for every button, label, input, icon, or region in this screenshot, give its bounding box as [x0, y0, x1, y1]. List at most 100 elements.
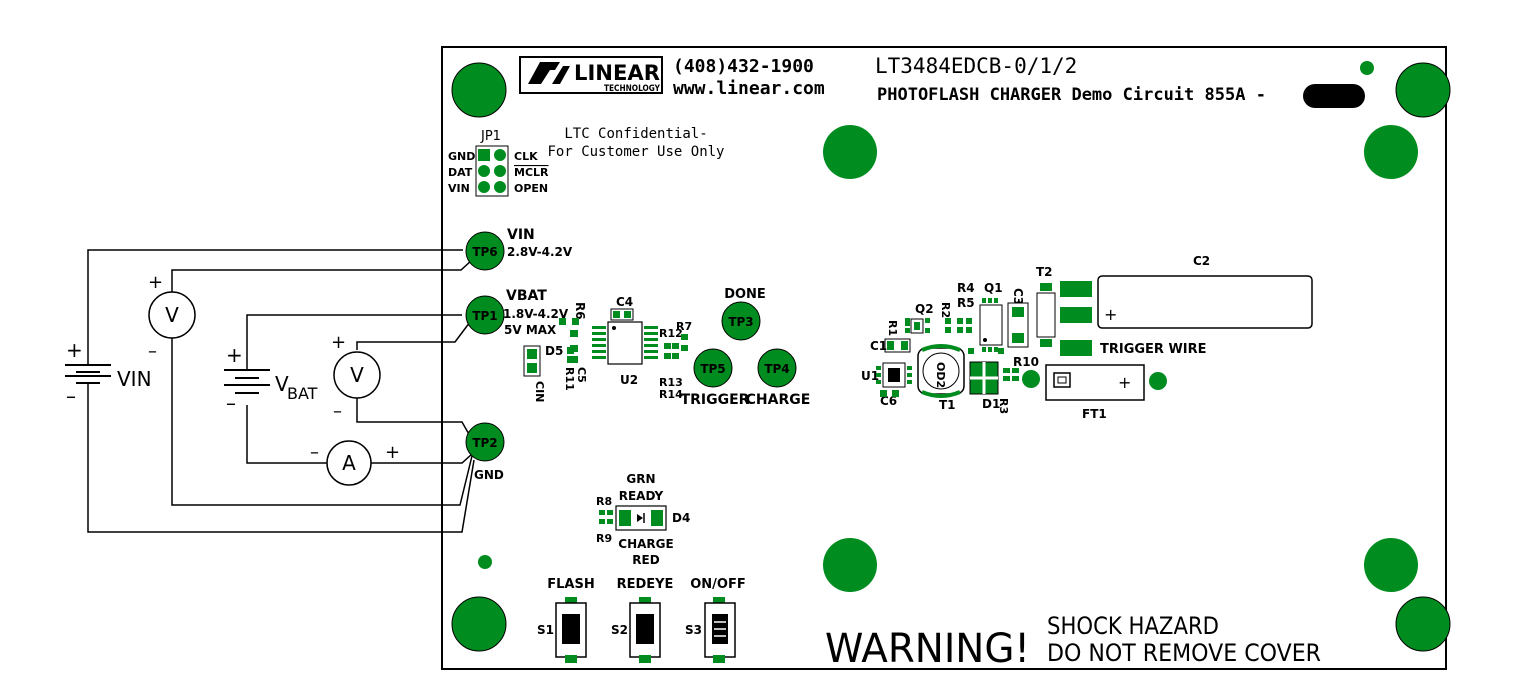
jp1-left-label: GND — [448, 150, 475, 163]
part-number: LT3484EDCB-0/1/2 — [875, 54, 1077, 78]
tp2-name: TP2 — [472, 436, 497, 450]
c3-label: C3 — [1011, 288, 1025, 305]
tp1-label: VBAT — [506, 288, 547, 304]
jp1-pin — [494, 149, 506, 161]
jp1-pin — [478, 181, 490, 193]
switch-s1: FLASH S1 — [537, 577, 595, 663]
r-pad — [664, 343, 671, 349]
title-blackout-bar — [1303, 84, 1365, 108]
t2-body — [1036, 292, 1056, 338]
jp1-pin — [494, 181, 506, 193]
test-point-tp4: TP4 CHARGE — [746, 348, 810, 408]
r7-label: R7 — [676, 320, 692, 333]
c4-pad — [613, 311, 620, 318]
c5-label: C5 — [575, 367, 588, 383]
s1-name: S1 — [537, 623, 554, 637]
website: www.linear.com — [673, 78, 825, 99]
r6-pad — [559, 318, 566, 325]
jp1-pin — [478, 165, 490, 177]
mount-hole-top-right — [1395, 62, 1451, 118]
r3-label: R3 — [997, 398, 1010, 414]
tp5-name: TP5 — [700, 362, 725, 376]
ammeter-plus: + — [385, 442, 400, 463]
r6-label: R6 — [573, 302, 587, 320]
r13-label: R13 — [659, 376, 683, 389]
mount-hole-bottom-right — [1395, 596, 1451, 652]
tp6-label: VIN — [507, 227, 535, 243]
vin-voltmeter-plus: + — [148, 272, 163, 293]
warning-big: WARNING! — [825, 626, 1030, 672]
ft1-plus: + — [1118, 373, 1131, 392]
flash-circuit-area: R4 Q1 R5 R2 Q2 R1 C3 T2 C1 U1 C6 T1 D1 R… — [861, 254, 1313, 421]
s3-name: S3 — [685, 623, 702, 637]
vin-voltmeter-symbol: V — [165, 303, 179, 327]
s2-body[interactable] — [629, 602, 661, 658]
od2-label: OD2 — [934, 362, 947, 388]
standoff-pad — [1364, 125, 1418, 179]
t1-label: T1 — [939, 398, 956, 412]
r8-label: R8 — [596, 495, 612, 508]
jumper-jp1: JP1 GND DAT VIN CLK MCLR OPEN — [448, 129, 549, 197]
q1-label: Q1 — [984, 281, 1003, 295]
c4-label: C4 — [616, 295, 633, 309]
tp1-max: 5V MAX — [504, 323, 557, 337]
test-point-tp6: TP6 VIN 2.8V-4.2V — [465, 227, 573, 271]
vbat-battery-plus: + — [226, 343, 243, 367]
tp1-range: 1.8V-4.2V — [503, 307, 569, 321]
tp1-name: TP1 — [472, 309, 497, 323]
cin-pad — [527, 349, 537, 359]
standoff-pads — [478, 61, 1418, 592]
jp1-left-label: VIN — [448, 182, 470, 195]
ammeter-minus: – — [310, 442, 319, 463]
u1-label: U1 — [861, 369, 879, 383]
vin-battery-plus: + — [66, 338, 83, 362]
r-pad — [664, 353, 671, 359]
led-ready-line1: GRN — [626, 472, 655, 486]
c5-pad — [567, 356, 574, 363]
jp1-right-label: CLK — [514, 150, 538, 163]
warning-line1: SHOCK HAZARD — [1047, 612, 1219, 640]
led-ready-line2: READY — [619, 489, 664, 503]
r-pad — [570, 330, 578, 337]
cin-pad — [527, 363, 537, 373]
jp1-pin-square — [478, 149, 490, 161]
r-pad — [672, 343, 679, 349]
tp4-name: TP4 — [764, 362, 789, 376]
mount-hole-top-left — [451, 62, 507, 118]
vbat-voltmeter-minus: – — [333, 401, 342, 422]
logo-sub-text: TECHNOLOGY — [604, 84, 660, 94]
vbat-voltmeter: V + – — [331, 332, 381, 422]
warning-line2: DO NOT REMOVE COVER — [1047, 639, 1321, 667]
s2-label: REDEYE — [617, 577, 674, 592]
vbat-battery-symbol — [224, 369, 270, 394]
u2-circuit-area: C4 R6 U2 R12 R7 — [523, 295, 692, 402]
ammeter: A – + — [310, 440, 400, 486]
r5-label: R5 — [957, 296, 975, 310]
switch-s3: ON/OFF S3 — [685, 577, 746, 663]
trigger-wire-label: TRIGGER WIRE — [1100, 342, 1207, 357]
fiducial-dot — [478, 555, 492, 569]
standoff-pad — [823, 125, 877, 179]
c1-label: C1 — [870, 339, 887, 353]
d4-label: D4 — [672, 511, 690, 525]
logo-main-text: LINEAR — [574, 61, 660, 85]
r7-pad — [681, 334, 688, 340]
tp6-range: 2.8V-4.2V — [507, 245, 573, 259]
board-title: PHOTOFLASH CHARGER Demo Circuit 855A - — [877, 85, 1266, 105]
u2-pins-right — [644, 326, 658, 359]
test-point-tp1: TP1 VBAT 1.8V-4.2V 5V MAX — [465, 288, 569, 337]
jp1-label: JP1 — [480, 129, 501, 144]
tp2-label: GND — [474, 468, 504, 482]
test-point-tp3: TP3 DONE — [721, 287, 766, 341]
s3-label: ON/OFF — [690, 577, 746, 592]
r7-pad — [681, 345, 688, 351]
external-wiring — [87, 249, 475, 533]
c2-label: C2 — [1193, 254, 1210, 268]
led-charge-line2: RED — [632, 553, 659, 567]
c6-label: C6 — [880, 394, 897, 408]
jp1-right-label: OPEN — [514, 182, 548, 195]
confidential-line-2: For Customer Use Only — [547, 144, 724, 160]
u2-label: U2 — [620, 373, 638, 387]
cin-label: CIN — [533, 381, 546, 402]
r-pad — [672, 353, 679, 359]
